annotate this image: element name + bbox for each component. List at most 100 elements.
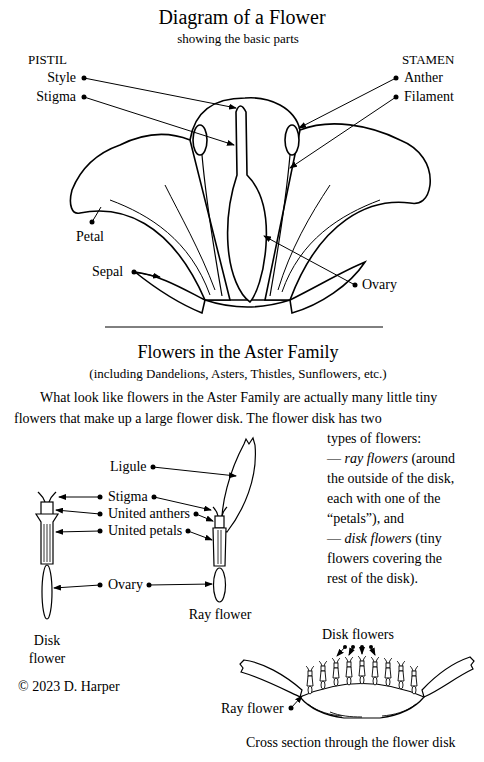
petal-line: [44, 524, 50, 562]
leader-dot: [147, 583, 152, 588]
leader-line: [149, 584, 212, 585]
leader-line: [299, 78, 396, 128]
left-sepal: [135, 272, 205, 313]
part-label: STAMEN: [402, 52, 454, 68]
leader-line: [84, 97, 234, 145]
anther: [285, 125, 299, 155]
tiny-disk-flower: [319, 661, 327, 689]
leader-dot: [98, 512, 103, 517]
leader-lines: [84, 78, 396, 285]
part-label: PISTIL: [28, 52, 67, 68]
part-label: (including Dandelions, Asters, Thistles,…: [0, 366, 480, 382]
paragraph-text: —: [327, 531, 341, 546]
ray-flower-drawing: [213, 438, 255, 602]
tiny-disk-flower: [371, 657, 379, 685]
leader-dot: [98, 583, 103, 588]
part-label: Filament: [404, 89, 454, 105]
filament: [202, 155, 290, 296]
leader-dot: [194, 512, 199, 517]
leader-line: [84, 78, 236, 108]
part-label: showing the basic parts: [0, 31, 480, 47]
united-petals: [213, 528, 226, 566]
bract: [308, 704, 416, 717]
leader-dot: [351, 645, 355, 649]
ovary: [214, 568, 226, 602]
paragraph-text: What look like flowers in the Aster Fami…: [14, 387, 480, 429]
leader-line: [92, 207, 101, 222]
leader-line: [188, 531, 212, 540]
part-label: Disk flowers: [322, 627, 394, 643]
part-label: Ovary: [362, 277, 397, 293]
leader-dot: [369, 645, 373, 649]
paragraph-text: disk flowers: [345, 531, 412, 546]
anther: [193, 125, 207, 155]
leader-line: [290, 97, 396, 168]
title-heading: Diagram of a Flower: [0, 5, 484, 29]
leader-dots: [98, 465, 199, 588]
leader-line: [196, 514, 213, 521]
united-petals: [36, 514, 58, 564]
part-label: Ovary: [108, 577, 143, 593]
leader-dot: [82, 95, 87, 100]
leader-dots: [289, 645, 374, 711]
leader-dot: [353, 283, 358, 288]
united-anthers: [41, 502, 53, 515]
text-column: types of flowers: — ray flowers (around t…: [327, 429, 457, 589]
part-label: Cross section through the flower disk: [246, 735, 456, 751]
leader-dot: [132, 270, 137, 275]
tiny-disk-flower: [345, 657, 353, 685]
leader-dot: [343, 645, 347, 649]
leader-dot: [289, 706, 294, 711]
petal-line: [218, 530, 221, 564]
paragraph-text: —: [327, 451, 341, 466]
stigma: [38, 492, 56, 502]
leader-dot: [151, 465, 156, 470]
part-label: © 2023 D. Harper: [18, 679, 120, 695]
tiny-disk-flower: [358, 656, 366, 684]
pistil: [228, 106, 267, 302]
part-label: Ligule: [110, 459, 147, 475]
leader-dot: [82, 76, 87, 81]
flower-drawing: [70, 98, 430, 313]
leader-line: [56, 531, 100, 532]
leader-line: [134, 272, 160, 277]
part-label: United petals: [108, 523, 182, 539]
left-petal: [70, 135, 230, 300]
leader-dot: [90, 220, 95, 225]
leader-line: [54, 585, 100, 588]
text-line-group: — disk flowers (tiny flowers covering th…: [327, 529, 457, 589]
part-label: Sepal: [92, 264, 123, 280]
united-anthers: [215, 516, 224, 528]
leader-line: [56, 510, 100, 514]
paragraph-text: types of flowers:: [327, 431, 421, 446]
leader-dot: [394, 95, 399, 100]
leader-dot: [360, 645, 364, 649]
leader-dots: [82, 76, 399, 288]
disk-flowers-drawing: [306, 656, 418, 694]
part-label: Anther: [404, 70, 443, 86]
part-label: Ray flower: [188, 606, 252, 624]
disk-flower-drawing: [36, 492, 58, 619]
ligule: [222, 438, 256, 532]
divider-rule: [105, 327, 383, 328]
leader-lines: [291, 647, 375, 708]
ray-ligule: [422, 657, 474, 697]
part-label: Disk flower: [18, 632, 76, 668]
receptacle: [300, 684, 424, 719]
tiny-disk-flower: [397, 661, 405, 689]
tiny-disk-flower: [410, 666, 418, 694]
tiny-disk-flower: [332, 658, 340, 686]
part-label: Style: [6, 70, 76, 86]
tiny-disk-flower: [384, 658, 392, 686]
leader-dot: [186, 529, 191, 534]
leader-lines: [54, 467, 236, 588]
part-label: Stigma: [6, 89, 76, 105]
ray-ligule: [240, 660, 302, 697]
stigma: [213, 507, 227, 516]
tiny-disk-flower: [306, 666, 314, 694]
part-label: Flowers in the Aster Family: [0, 341, 480, 363]
text-line-group: — ray flowers (around the outside of the…: [327, 449, 457, 529]
leader-dot: [152, 495, 157, 500]
leader-line: [264, 236, 355, 285]
